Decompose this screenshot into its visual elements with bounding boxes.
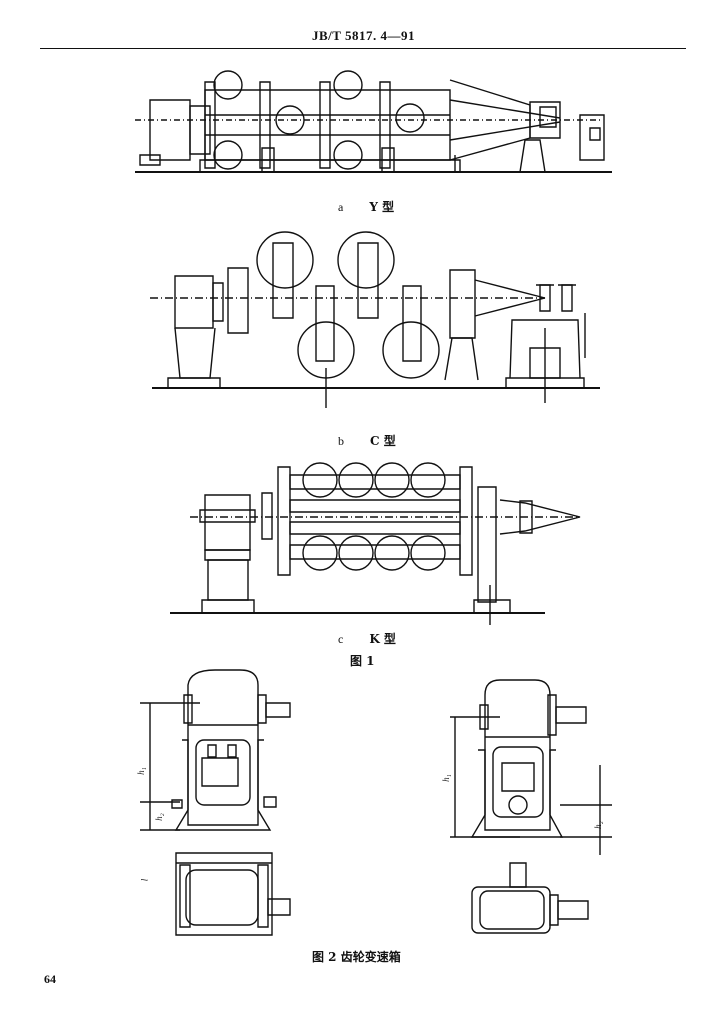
header-rule (40, 48, 686, 49)
figure2-title: 图 2 齿轮变速箱 (312, 950, 401, 964)
figure-gearbox-drawing (0, 665, 727, 945)
figure-c-type-drawing (0, 228, 727, 413)
dimension-label-h2-left: h₂ (153, 813, 164, 821)
caption-text: K 型 (369, 632, 396, 646)
caption-letter: a (338, 200, 344, 214)
dimension-label-h1-right: h₁ (440, 774, 451, 782)
figure-y-type-drawing (0, 60, 727, 190)
dimension-label-l: l (139, 878, 150, 882)
dimension-label-h2-right: h₂ (592, 821, 603, 829)
document-header: JB/T 5817. 4—91 (312, 28, 415, 43)
dimension-label-h1-left: h₁ (135, 767, 146, 775)
caption-letter: c (338, 632, 344, 646)
page-number: 64 (44, 972, 56, 986)
caption-text: C 型 (370, 434, 396, 448)
figure-k-type-drawing (0, 455, 727, 625)
figure1-title: 图 1 (350, 654, 375, 668)
caption-letter: b (338, 434, 344, 448)
caption-text: Y 型 (369, 200, 395, 214)
